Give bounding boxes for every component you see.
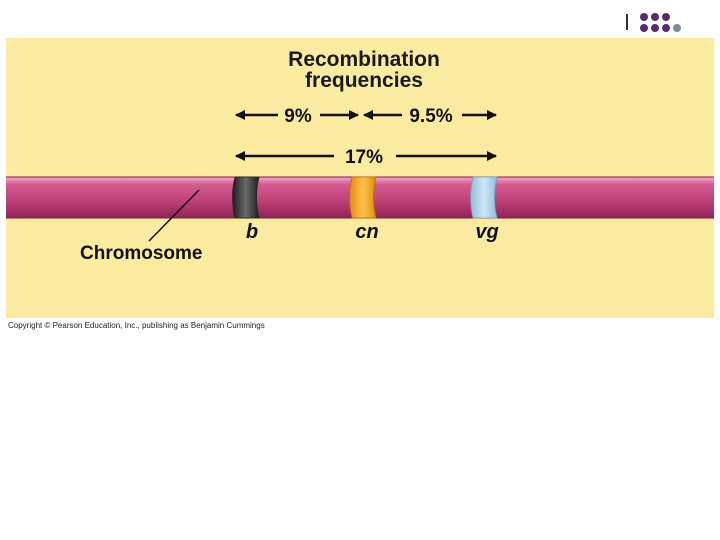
diagram-panel: Recombination frequencies 9% 9.5% 17% <box>6 38 714 318</box>
diagram-title-line-2: frequencies <box>305 69 423 92</box>
diagram-title-line-1: Recombination <box>288 48 440 71</box>
interval-label-cn-vg: 9.5% <box>409 106 452 127</box>
interval-label-b-cn: 9% <box>284 106 312 127</box>
chromosome-label: Chromosome <box>80 243 202 264</box>
logo-dots <box>640 13 681 32</box>
copyright-notice: Copyright © Pearson Education, Inc., pub… <box>8 321 265 330</box>
gene-band-cn <box>349 176 377 219</box>
gene-label-b: b <box>246 221 258 243</box>
gene-label-cn: cn <box>355 221 378 243</box>
linkage-map-diagram: Recombination frequencies 9% 9.5% 17% <box>6 48 714 264</box>
interval-cn-vg: 9.5% <box>363 106 497 127</box>
publisher-logo-icon <box>626 13 681 32</box>
interval-b-vg: 17% <box>235 147 497 168</box>
gene-band-b <box>232 176 260 219</box>
logo-bar <box>626 14 628 30</box>
gene-label-vg: vg <box>475 221 498 243</box>
interval-label-b-vg: 17% <box>345 147 383 168</box>
gene-band-vg <box>470 176 498 219</box>
interval-b-cn: 9% <box>235 106 359 127</box>
chromosome-pointer-line <box>148 189 200 242</box>
